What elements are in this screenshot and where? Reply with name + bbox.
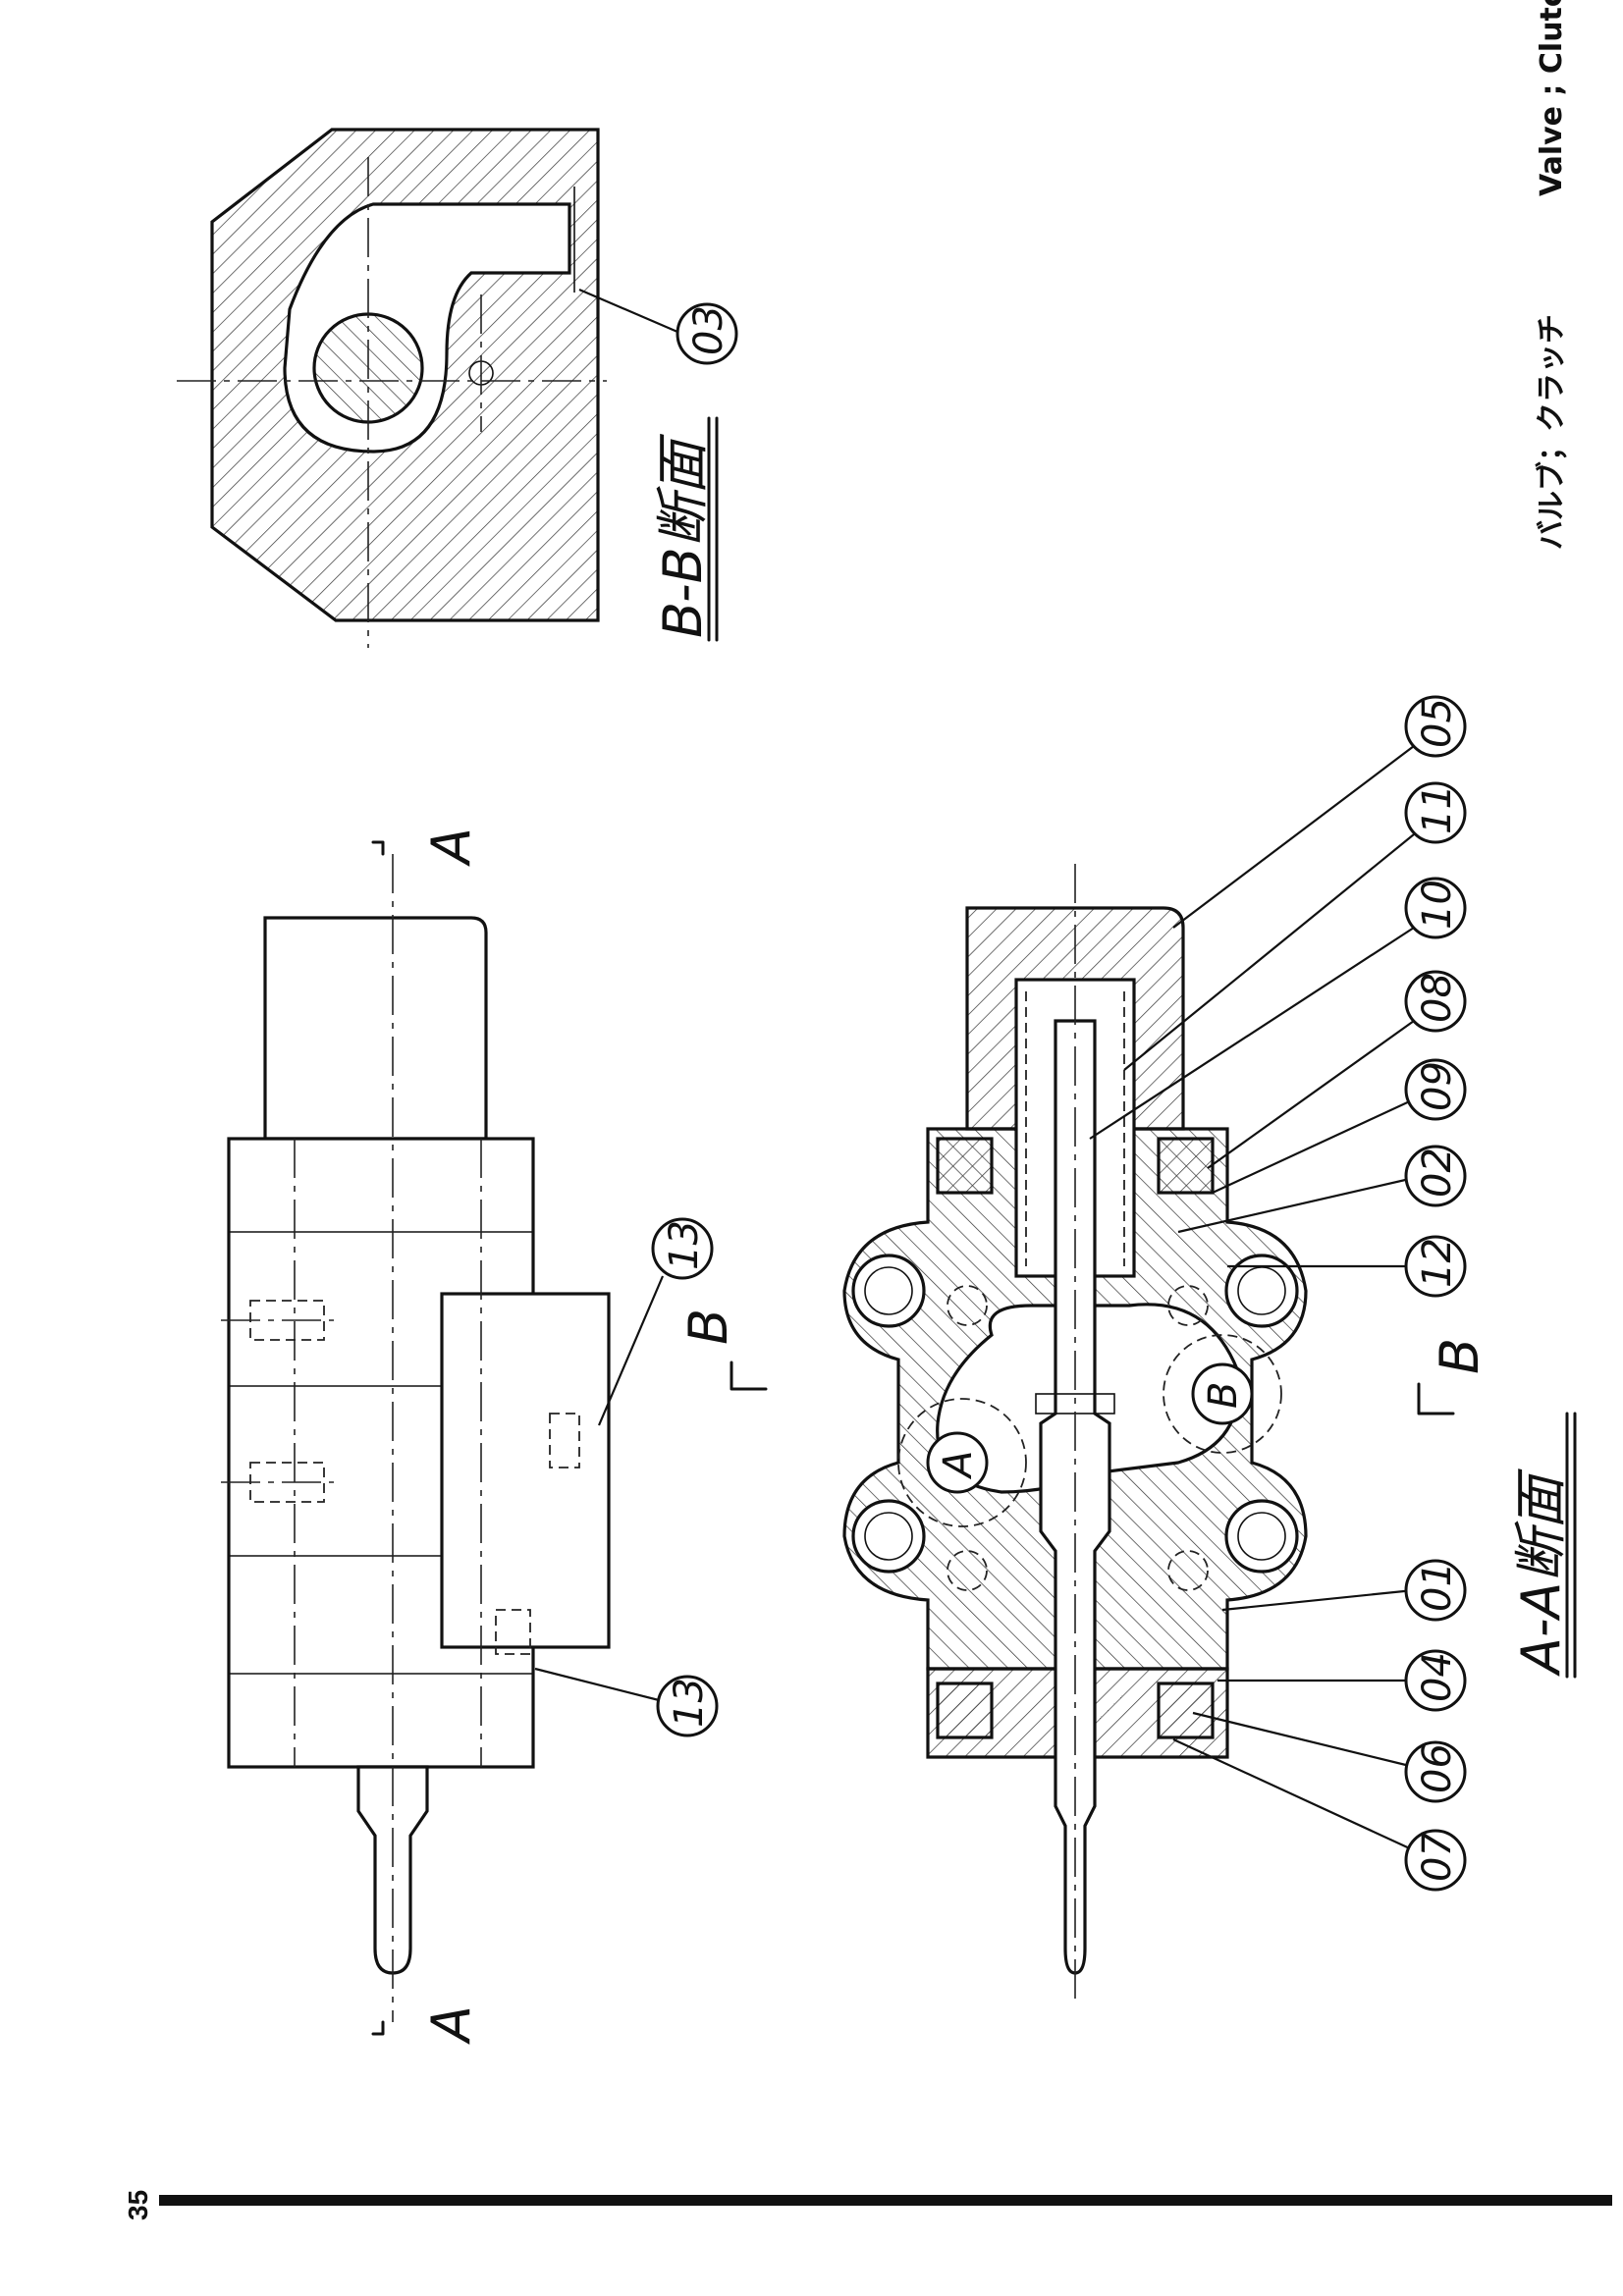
bubble-05: 05 [1404, 695, 1467, 758]
port-b-text: B [1201, 1382, 1246, 1409]
cut-a-label-bottom: A [420, 2005, 482, 2045]
port-b: B [1191, 1362, 1254, 1425]
flange-hole-3 [851, 1499, 926, 1574]
bolt-upper-right [1157, 1137, 1215, 1195]
bubble-04: 04 [1404, 1649, 1467, 1712]
bolt-lower-left [936, 1682, 994, 1739]
page-footer: 35 [123, 2190, 1612, 2220]
bubble-10-text: 10 [1415, 880, 1460, 930]
bubble-13-upper: 13 [651, 1217, 714, 1280]
leader-01 [1221, 1588, 1415, 1612]
bubble-11-text: 11 [1415, 784, 1460, 834]
leader-05 [1172, 745, 1415, 929]
leader-07 [1172, 1738, 1415, 1851]
leader-11 [1123, 833, 1415, 1071]
bubble-13-upper-text: 13 [662, 1220, 707, 1270]
bubble-06-text: 06 [1415, 1743, 1460, 1793]
side-hole-3 [947, 1550, 988, 1591]
bubble-04-text: 04 [1415, 1652, 1460, 1702]
flange-hole-3-inner [864, 1512, 913, 1561]
bubble-03: 03 [676, 302, 738, 365]
port-a: A [926, 1431, 989, 1494]
side-view-port-block [440, 1292, 611, 1649]
bubble-02: 02 [1404, 1145, 1467, 1207]
leader-09 [1212, 1098, 1415, 1194]
side-view-cover [263, 916, 488, 1141]
bubble-06: 06 [1404, 1740, 1467, 1803]
leader-08 [1207, 1020, 1415, 1169]
flange-hole-4-inner [1237, 1512, 1286, 1561]
cut-b-arrow-section [1417, 1382, 1455, 1415]
leader-02 [1177, 1176, 1415, 1234]
bubble-08-text: 08 [1415, 973, 1460, 1023]
side-hole-2 [1167, 1285, 1209, 1326]
bubble-07: 07 [1404, 1829, 1467, 1892]
port-a-circle [897, 1398, 1027, 1527]
side-view: A A B 13 13 [221, 828, 768, 2045]
bubble-01: 01 [1404, 1559, 1467, 1622]
bubble-13-lower: 13 [656, 1675, 719, 1737]
flange-hole-2 [1224, 1254, 1299, 1328]
cut-b-arrow-side [730, 1361, 768, 1391]
bubble-03-text: 03 [686, 305, 731, 355]
bubble-12: 12 [1404, 1235, 1467, 1298]
bubble-01-text: 01 [1415, 1562, 1460, 1612]
bubble-10: 10 [1404, 877, 1467, 939]
leader-13-upper [597, 1275, 665, 1426]
section-aa-view: A B B A-A断面 [842, 864, 1577, 2002]
flange-hole-1-inner [864, 1266, 913, 1315]
bubble-09-text: 09 [1415, 1061, 1460, 1111]
bolt-upper-left [936, 1137, 994, 1195]
cut-a-arrow-bottom [371, 2020, 385, 2036]
bubble-08: 08 [1404, 970, 1467, 1033]
side-hole-4 [1167, 1550, 1209, 1591]
cut-b-label-section: B [1429, 1338, 1490, 1374]
bubble-12-text: 12 [1415, 1238, 1460, 1288]
cut-a-arrow-top [371, 840, 385, 856]
cut-a-label-top: A [420, 828, 482, 867]
header-title-jp: バルブ；クラッチ [1535, 314, 1569, 550]
footer-rule [159, 2195, 1612, 2206]
leader-10 [1089, 927, 1415, 1140]
leader-03 [578, 288, 678, 334]
leader-06 [1192, 1711, 1415, 1769]
bubble-05-text: 05 [1415, 698, 1460, 748]
side-view-hidden-4 [495, 1609, 531, 1655]
flange-hole-4 [1224, 1499, 1299, 1574]
bubble-07-text: 07 [1415, 1832, 1460, 1882]
side-view-hidden-3 [549, 1413, 580, 1468]
header-title-en: Valve ; Clutch [1535, 0, 1569, 196]
port-a-text: A [936, 1451, 981, 1480]
header: バルブ；クラッチ Valve ; Clutch [1535, 0, 1569, 550]
part-callouts: 05 11 10 08 09 02 [1089, 695, 1467, 1892]
bubble-13-lower-text: 13 [667, 1678, 712, 1728]
section-bb-label: B-B断面 [652, 433, 714, 638]
flange-hole-1 [851, 1254, 926, 1328]
side-hole-1 [947, 1285, 988, 1326]
bolt-lower-right [1157, 1682, 1215, 1739]
page-number: 35 [123, 2190, 153, 2220]
bubble-02-text: 02 [1415, 1148, 1460, 1198]
bubble-11: 11 [1404, 781, 1467, 844]
section-bb-view: 03 B-B断面 [177, 128, 738, 648]
cut-b-label-side: B [677, 1308, 739, 1345]
bubble-09: 09 [1404, 1058, 1467, 1121]
port-b-circle [1163, 1334, 1282, 1454]
leader-13-lower [534, 1667, 664, 1703]
section-aa-label: A-A断面 [1510, 1468, 1572, 1677]
